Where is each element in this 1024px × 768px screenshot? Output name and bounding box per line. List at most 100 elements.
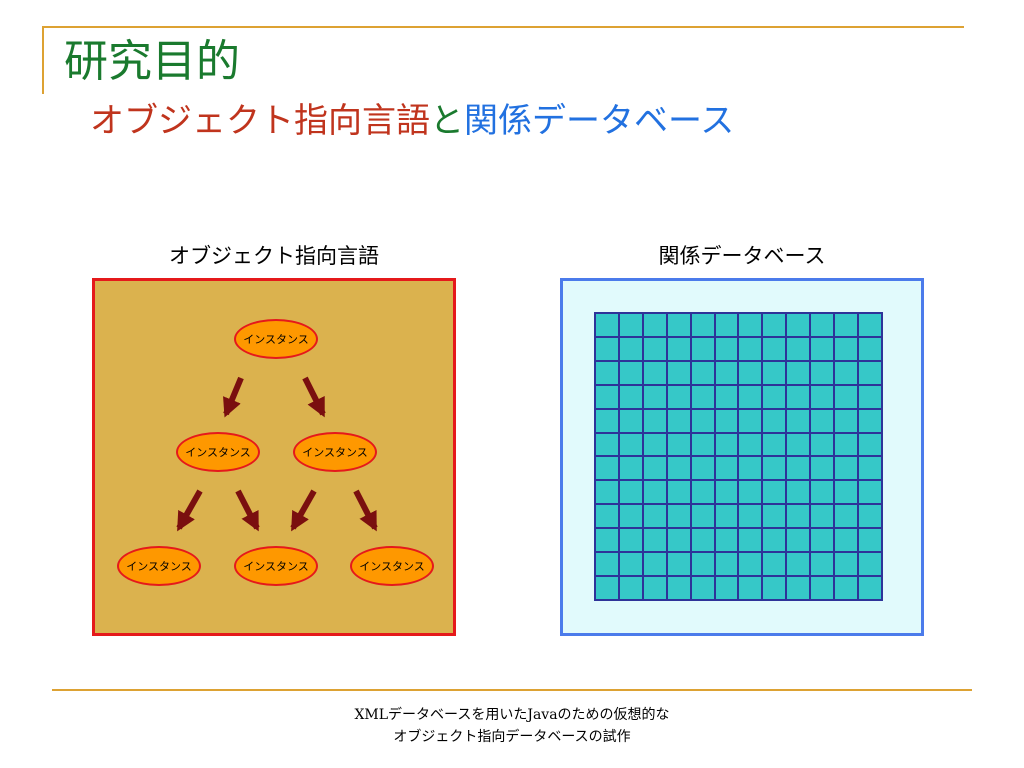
table-cell: [787, 457, 810, 480]
rdb-panel-label: 関係データベース: [658, 244, 826, 268]
table-cell: [619, 457, 642, 480]
table-cell: [787, 314, 810, 336]
table-cell: [715, 457, 738, 480]
table-cell: [811, 361, 834, 384]
table-cell: [739, 361, 762, 384]
table-cell: [619, 553, 642, 576]
table-cell: [596, 529, 618, 552]
table-cell: [763, 409, 786, 432]
table-cell: [859, 361, 881, 384]
table-cell: [691, 361, 714, 384]
table-cell: [715, 529, 738, 552]
table-cell: [596, 337, 618, 360]
table-cell: [811, 457, 834, 480]
table-cell: [596, 577, 618, 599]
table-cell: [763, 385, 786, 408]
table-cell: [643, 409, 666, 432]
table-cell: [859, 505, 881, 528]
table-cell: [596, 361, 618, 384]
table-cell: [667, 481, 690, 504]
table-cell: [643, 529, 666, 552]
table-cell: [859, 409, 881, 432]
table-cell: [787, 577, 810, 599]
table-cell: [643, 337, 666, 360]
table-cell: [859, 481, 881, 504]
table-cell: [811, 409, 834, 432]
table-cell: [859, 529, 881, 552]
table-cell: [859, 457, 881, 480]
table-cell: [859, 577, 881, 599]
table-cell: [691, 337, 714, 360]
slide-subtitle: オブジェクト指向言語と関係データベース: [90, 104, 734, 138]
table-cell: [739, 577, 762, 599]
table-cell: [619, 577, 642, 599]
table-cell: [763, 529, 786, 552]
table-cell: [619, 337, 642, 360]
table-cell: [811, 577, 834, 599]
table-cell: [835, 385, 858, 408]
subtitle-and: と: [430, 101, 464, 141]
table-cell: [811, 337, 834, 360]
table-cell: [691, 457, 714, 480]
table-cell: [667, 505, 690, 528]
table-cell: [739, 457, 762, 480]
arrow-layer: [176, 376, 378, 532]
table-cell: [835, 481, 858, 504]
table-cell: [835, 409, 858, 432]
table-cell: [619, 529, 642, 552]
oop-diagram: インスタンス インスタンス インスタンス インスタンス インスタンス インスタン…: [92, 278, 456, 636]
table-cell: [787, 409, 810, 432]
table-cell: [811, 314, 834, 336]
table-cell: [619, 505, 642, 528]
table-cell: [596, 505, 618, 528]
arrow-right-to-bottom-right: [353, 489, 378, 532]
slide-title: 研究目的: [64, 36, 240, 87]
arrow-root-to-left: [223, 376, 244, 418]
table-cell: [835, 337, 858, 360]
rdb-diagram: [560, 278, 924, 636]
table-cell: [715, 433, 738, 456]
subtitle-rdb: 関係データベース: [464, 101, 735, 141]
table-cell: [811, 553, 834, 576]
table-cell: [643, 314, 666, 336]
table-cell: [715, 361, 738, 384]
table-cell: [763, 361, 786, 384]
table-cell: [596, 314, 618, 336]
table-cell: [787, 529, 810, 552]
instance-mid-right: インスタンス: [293, 432, 377, 472]
table-cell: [643, 553, 666, 576]
table-cell: [596, 553, 618, 576]
table-cell: [715, 337, 738, 360]
table-cell: [596, 457, 618, 480]
table-cell: [596, 433, 618, 456]
table-cell: [596, 409, 618, 432]
table-cell: [787, 433, 810, 456]
table-cell: [715, 481, 738, 504]
table-cell: [739, 385, 762, 408]
table-cell: [811, 481, 834, 504]
table-cell: [715, 314, 738, 336]
left-rule: [42, 26, 44, 94]
table-cell: [811, 529, 834, 552]
table-cell: [667, 314, 690, 336]
table-cell: [763, 337, 786, 360]
table-cell: [691, 577, 714, 599]
instance-bottom-left: インスタンス: [117, 546, 201, 586]
footer-line-2: オブジェクト指向データベースの試作: [393, 729, 631, 745]
table-cell: [739, 314, 762, 336]
table-cell: [667, 337, 690, 360]
table-cell: [859, 314, 881, 336]
table-cell: [643, 577, 666, 599]
table-cell: [739, 337, 762, 360]
table-cell: [715, 385, 738, 408]
table-cell: [763, 314, 786, 336]
table-cell: [691, 553, 714, 576]
table-cell: [787, 505, 810, 528]
table-cell: [715, 409, 738, 432]
table-cell: [787, 385, 810, 408]
table-cell: [596, 481, 618, 504]
instance-bottom-middle: インスタンス: [234, 546, 318, 586]
table-cell: [739, 409, 762, 432]
table-cell: [691, 314, 714, 336]
table-cell: [643, 481, 666, 504]
